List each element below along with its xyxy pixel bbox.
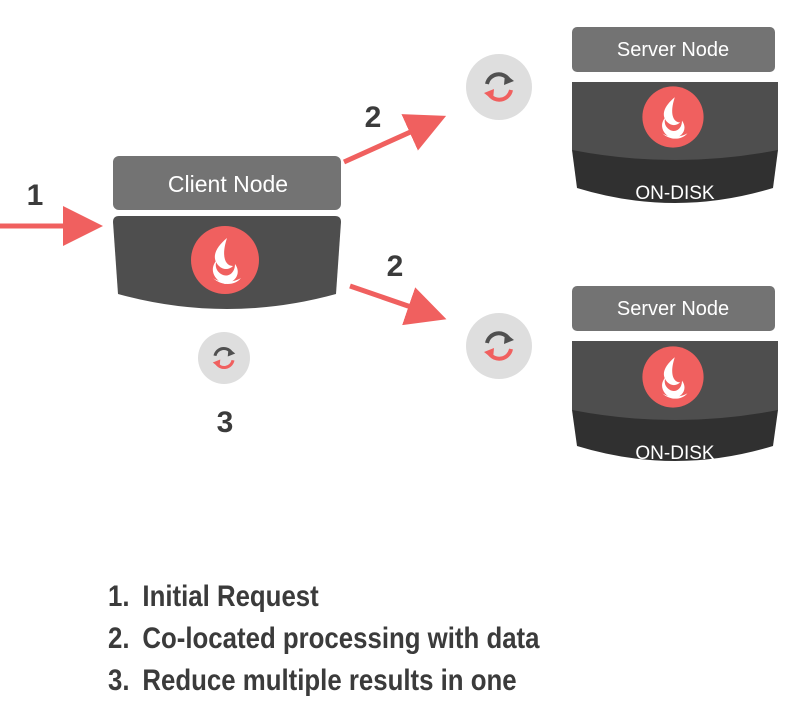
compute-arrow-bottom: [349, 283, 447, 326]
legend-item: 1. Initial Request: [108, 576, 590, 618]
legend-number: 3.: [108, 664, 130, 697]
server-node-disk: [572, 410, 778, 461]
compute-badge-top: [466, 54, 532, 120]
legend: 1. Initial Request 2. Co-located process…: [108, 576, 590, 702]
server-node-header: [572, 286, 775, 331]
legend-item: 3. Reduce multiple results in one: [108, 660, 590, 702]
reduce-badge: [198, 332, 250, 384]
server-node-header: [572, 27, 775, 72]
legend-item: 2. Co-located processing with data: [108, 618, 590, 660]
legend-number: 2.: [108, 622, 130, 655]
step-number-request: 1: [27, 179, 44, 212]
legend-text: Co-located processing with data: [142, 622, 540, 655]
client-node-title: Client Node: [168, 171, 288, 197]
legend-number: 1.: [108, 580, 130, 613]
server-node-title: Server Node: [617, 298, 729, 320]
legend-text: Initial Request: [142, 580, 319, 613]
compute-badge-bottom: [466, 313, 532, 379]
step-number-compute-bottom: 2: [387, 250, 404, 283]
client-node-header: [113, 156, 341, 210]
flame-logo-icon: [642, 86, 704, 148]
server-node-bottom: Server Node ON-DISK: [572, 286, 778, 464]
flame-logo-icon: [191, 226, 259, 294]
legend-text: Reduce multiple results in one: [142, 664, 517, 697]
compute-arrow-top: [342, 114, 447, 165]
flame-logo-icon: [642, 346, 704, 408]
client-node: Client Node: [113, 156, 341, 309]
server-node-storage-label: ON-DISK: [635, 183, 715, 204]
server-node-title: Server Node: [617, 39, 729, 61]
step-number-compute-top: 2: [365, 101, 382, 134]
server-node-storage-label: ON-DISK: [635, 443, 715, 464]
server-node-top: Server Node ON-DISK: [572, 27, 778, 204]
server-node-disk: [572, 150, 778, 203]
step-number-reduce: 3: [217, 406, 234, 439]
